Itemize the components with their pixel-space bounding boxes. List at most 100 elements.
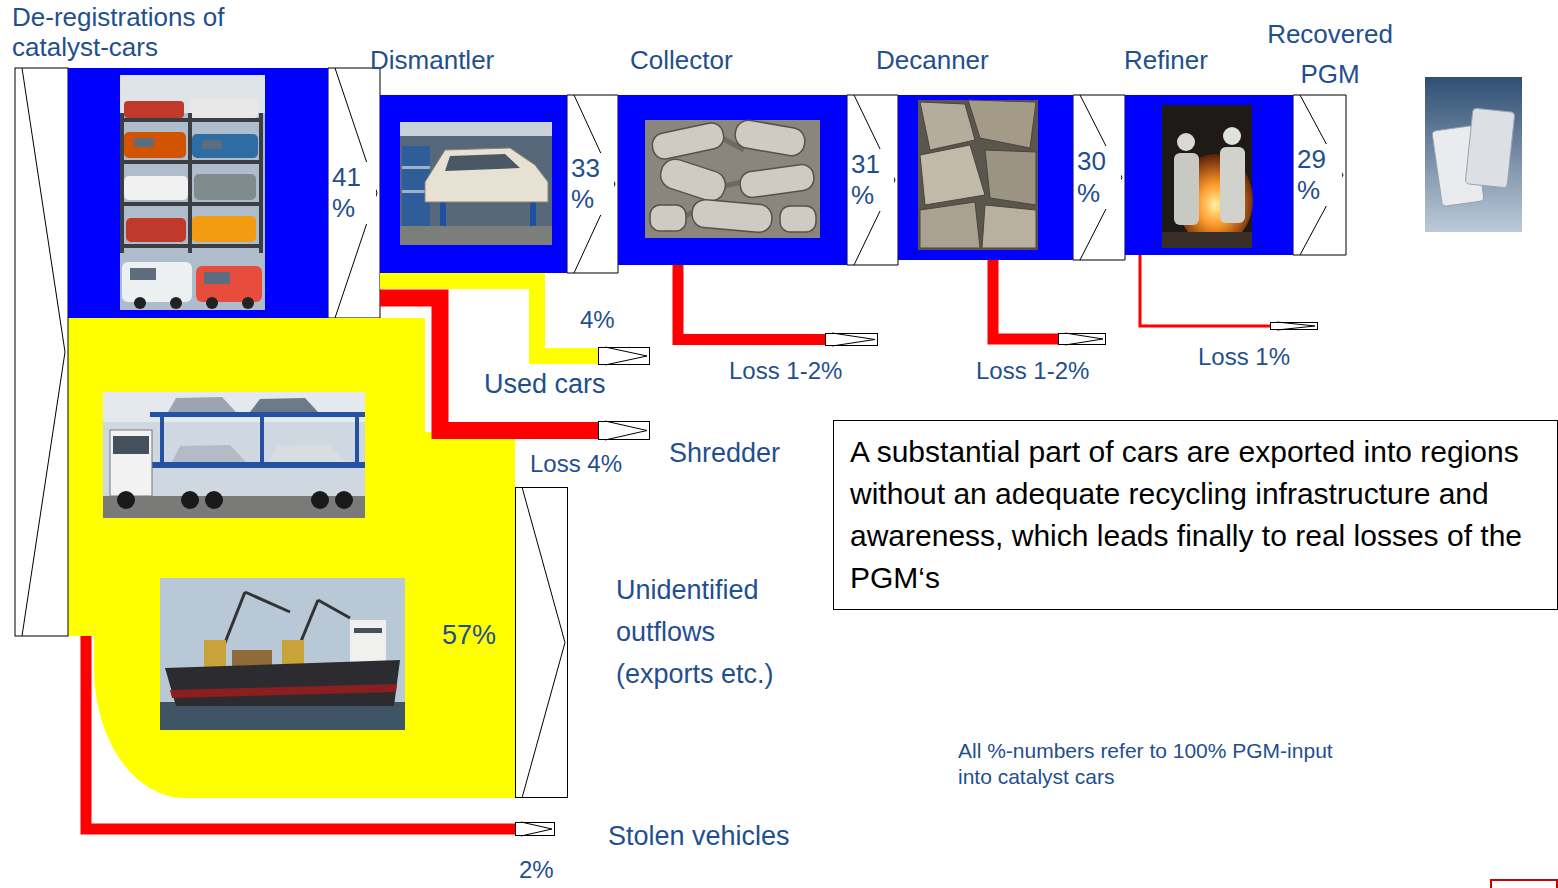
ship-photo — [215, 592, 350, 668]
ship-photo — [160, 702, 405, 730]
corner-mark — [1491, 880, 1557, 888]
arrow-head — [515, 822, 555, 836]
scrap-yard-photo — [196, 266, 262, 302]
outflow-label: Used cars — [484, 369, 606, 400]
ceramic-photo — [968, 100, 1036, 148]
dismantler-photo — [400, 122, 552, 245]
flow-marker — [567, 95, 618, 273]
stage-box: De-registrations of catalyst-cars — [68, 68, 328, 318]
stage-heading: Collector — [630, 46, 733, 76]
used-car-flow — [380, 281, 650, 365]
ship-photo — [245, 592, 290, 612]
arrow-head — [1270, 322, 1318, 330]
ship-photo — [204, 640, 226, 668]
flow-marker — [847, 95, 898, 265]
ship-photo — [350, 620, 386, 664]
loss-flow — [1140, 255, 1318, 330]
ceramic-photo — [918, 100, 1038, 250]
ceramic-photo — [920, 145, 985, 205]
truck-photo — [335, 491, 353, 509]
scrap-yard-photo — [194, 174, 256, 200]
outflow-label: Shredder — [669, 438, 780, 469]
scrap-yard-photo — [259, 113, 263, 253]
converter-photo — [724, 182, 742, 186]
arrow-head — [515, 487, 568, 798]
converter-photo — [691, 199, 773, 234]
note-text: A substantial part of cars are exported … — [850, 431, 1541, 599]
loss-flow — [678, 265, 878, 346]
stage-fill — [380, 95, 567, 273]
platinum-bars-photo — [1425, 77, 1522, 232]
flow-percentage: 33 % — [571, 153, 614, 215]
scrap-yard-photo — [170, 297, 182, 309]
stage-fill — [68, 68, 1293, 318]
dismantler-photo — [400, 226, 552, 245]
arrow-head — [605, 347, 647, 365]
truck-photo — [103, 392, 365, 518]
input-bar — [22, 68, 65, 636]
loss-flow — [1140, 255, 1270, 326]
arrow-head — [832, 333, 875, 346]
scrap-yard-photo — [124, 132, 186, 158]
converter-photo — [780, 206, 816, 232]
scrap-yard-photo — [122, 160, 263, 164]
refinery-photo — [1174, 153, 1199, 225]
loss-marker: Loss 1-2% — [825, 333, 878, 346]
scrap-yard-photo — [120, 75, 265, 310]
outflow-label: Unidentified outflows (exports etc.) — [616, 569, 806, 695]
stage-box: Decanner — [898, 95, 1073, 260]
ship-photo — [170, 684, 397, 698]
dismantler-photo — [400, 122, 552, 245]
flow-percentage: 31 % — [851, 149, 894, 211]
flow-percentage: 57% — [442, 620, 496, 651]
loss-marker: Loss 1% — [1270, 322, 1318, 330]
loss-marker: Shredder — [598, 421, 650, 440]
ceramic-photo — [982, 205, 1036, 248]
truck-photo — [113, 436, 149, 454]
converter-photo — [739, 163, 816, 199]
flow-percentage: 30 % — [1077, 146, 1121, 208]
arrow-head — [605, 421, 647, 440]
ceramic-photo — [985, 150, 1036, 205]
refinery-photo — [1177, 133, 1195, 151]
scrap-yard-photo — [206, 297, 218, 309]
scrap-yard-photo — [124, 101, 184, 118]
outflow-marker: Used cars — [598, 347, 650, 365]
truck-photo — [103, 392, 365, 422]
truck-photo — [117, 491, 135, 509]
truck-photo — [110, 430, 152, 496]
converter-photo — [645, 118, 820, 238]
output-box: Recovered PGM — [1346, 77, 1526, 255]
scrap-yard-photo — [122, 244, 263, 248]
truck-photo — [205, 491, 223, 509]
stage-fill — [618, 95, 847, 265]
stage-heading: Refiner — [1124, 46, 1208, 76]
arrow-head — [598, 347, 650, 365]
input-bar — [15, 68, 68, 636]
flow-marker — [328, 68, 380, 318]
truck-photo — [181, 491, 199, 509]
loss-flow — [993, 260, 1106, 345]
scrap-yard-photo — [130, 268, 156, 280]
converter-photo — [650, 118, 816, 233]
truck-photo — [268, 445, 346, 462]
dismantler-photo — [425, 148, 548, 202]
scrap-yard-photo — [188, 113, 192, 253]
corner-mark — [1491, 880, 1557, 888]
truck-photo — [103, 392, 365, 518]
loss-flow — [380, 298, 598, 431]
stage-heading: Recovered PGM — [1250, 14, 1410, 94]
stage-heading: Decanner — [876, 46, 989, 76]
converter-photo — [657, 156, 729, 205]
stage-box: Collector — [618, 95, 847, 265]
truck-photo — [250, 398, 318, 412]
flow-percentage: 29 % — [1297, 144, 1342, 206]
stage-box: Dismantler — [380, 95, 567, 273]
scrap-yard-photo — [120, 75, 265, 310]
loss-label: Loss 1-2% — [976, 357, 1089, 385]
ship-photo — [318, 600, 350, 618]
ship-photo — [232, 650, 272, 666]
refinery-photo — [1162, 232, 1252, 248]
stage-box: Refiner — [1125, 95, 1293, 255]
scrap-yard-photo — [192, 216, 256, 242]
